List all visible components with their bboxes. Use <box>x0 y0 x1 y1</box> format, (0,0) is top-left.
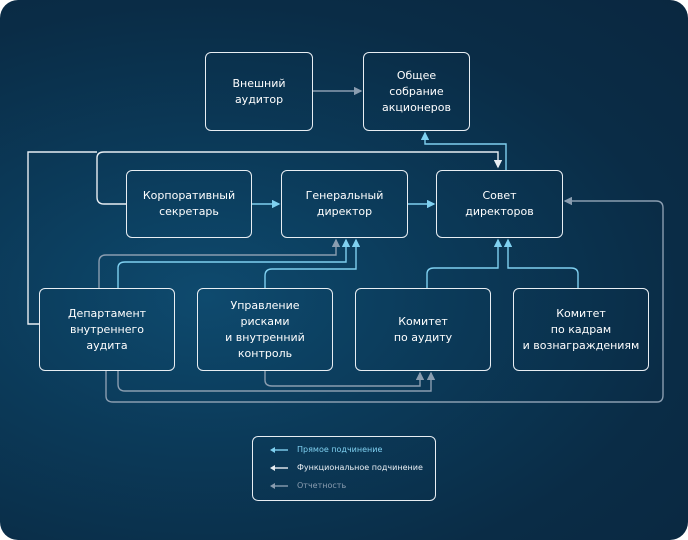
node-corporate-secretary[interactable]: Корпоративный секретарь <box>126 170 252 238</box>
node-board[interactable]: Совет директоров <box>436 170 563 238</box>
line-board-to-meeting <box>420 131 507 170</box>
line-audit-dept-report-board <box>105 196 664 403</box>
legend-direct-label: Прямое подчинение <box>297 445 383 454</box>
node-internal-audit[interactable]: Департамент внутреннего аудита <box>39 288 175 371</box>
legend-reporting-arrow-icon <box>270 482 288 489</box>
legend-functional-label: Функциональное подчинение <box>297 463 423 472</box>
line-nomination-to-board <box>503 238 579 288</box>
legend-direct: Прямое подчинение <box>269 445 382 454</box>
node-external-auditor[interactable]: Внешний аудитор <box>205 52 313 131</box>
line-audit-committee-to-board <box>426 238 503 288</box>
legend-functional-arrow-icon <box>270 464 288 471</box>
node-risk-management[interactable]: Управление рисками и внутренний контроль <box>197 288 333 371</box>
legend-reporting: Отчетность <box>269 481 346 490</box>
line-audit-dept-report-ceo <box>98 238 341 288</box>
legend-functional: Функциональное подчинение <box>269 463 423 472</box>
legend: Прямое подчинение Функциональное подчине… <box>252 436 436 501</box>
node-general-meeting[interactable]: Общее собрание акционеров <box>363 52 470 131</box>
line-risk-report-audit-committee <box>264 371 425 387</box>
node-nomination-committee[interactable]: Комитет по кадрам и вознаграждениям <box>513 288 649 371</box>
line-audit-dept-direct-ceo <box>117 238 351 288</box>
legend-direct-arrow-icon <box>270 446 288 453</box>
line-audit-dept-report-committee <box>117 371 436 392</box>
node-ceo[interactable]: Генеральный директор <box>281 170 408 238</box>
line-audit-dept-to-board <box>27 151 97 325</box>
node-audit-committee[interactable]: Комитет по аудиту <box>355 288 491 371</box>
legend-reporting-label: Отчетность <box>297 481 347 490</box>
line-risk-to-ceo <box>264 238 361 288</box>
line-secretary-to-board <box>96 151 503 205</box>
